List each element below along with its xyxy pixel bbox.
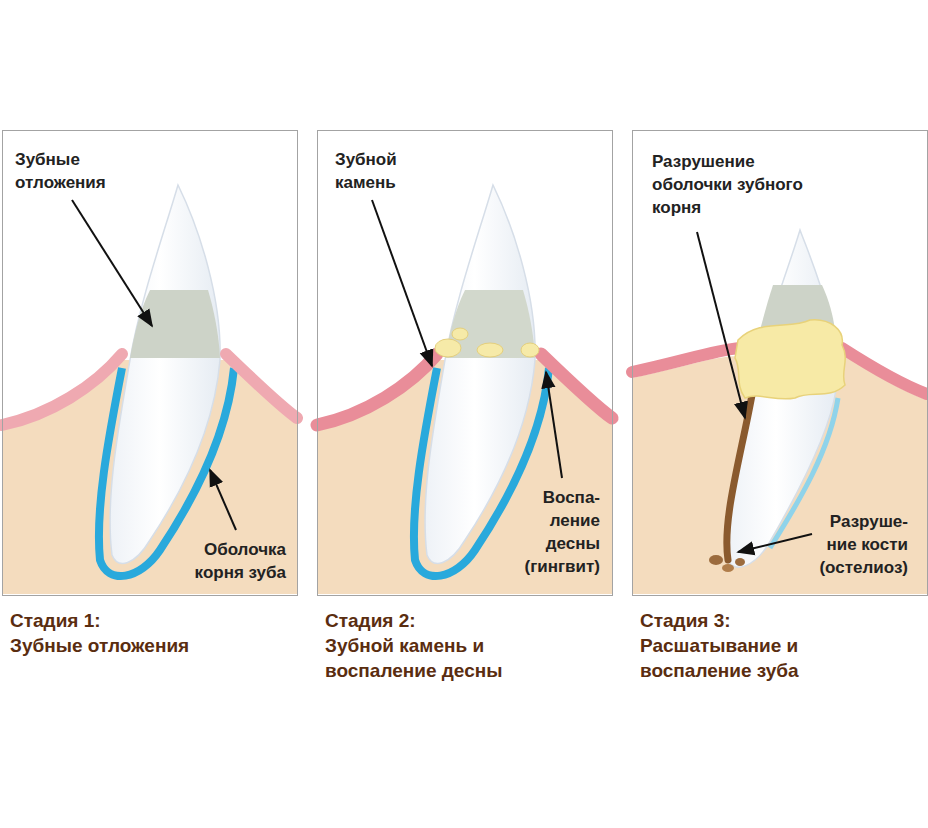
leader-line: [697, 232, 745, 418]
stage-caption: Стадия 3: Расшатывание и воспаление зуба: [640, 610, 799, 681]
inflamed-gum: [842, 348, 927, 394]
bone-fragment: [709, 555, 723, 565]
panel-frame: [2, 130, 298, 596]
tooth: [425, 185, 535, 563]
stage2-illustration: [317, 185, 612, 594]
bone-fragment: [722, 564, 734, 572]
stage1-illustration: [2, 185, 297, 594]
leader-line: [72, 200, 152, 326]
calculus: [521, 343, 539, 357]
leader-line: [738, 534, 812, 552]
line-spacer: [130, 608, 270, 633]
callout-label: Зубной камень: [335, 148, 445, 194]
leader-line: [546, 372, 562, 478]
calculus: [477, 343, 503, 357]
gum: [226, 354, 297, 418]
root-membrane: [770, 398, 838, 548]
stage-caption-block: Стадия 1: Зубные отложения: [10, 608, 270, 658]
calculus: [735, 320, 845, 399]
callout-label: Воспа- ление десны (гингвит): [510, 486, 600, 578]
inflamed-gum: [317, 354, 437, 425]
bone-fragment: [735, 558, 745, 566]
stage-caption-block: Стадия 3: Расшатывание и воспаление зуба: [640, 608, 900, 683]
stage3-illustration: [632, 230, 927, 594]
callout-label: Разруше- ние кости (остелиоз): [808, 510, 908, 579]
line-spacer: [445, 608, 585, 633]
callout-label: Разрушение оболочки зубного корня: [652, 150, 837, 219]
calculus: [435, 339, 461, 357]
inflamed-gum: [632, 348, 740, 372]
plaque: [130, 290, 220, 358]
line-spacer: [760, 608, 900, 633]
stage-caption: Стадия 1: Зубные отложения: [10, 610, 189, 656]
gum: [2, 354, 122, 425]
leader-line: [210, 470, 236, 530]
stage-panel: Стадия 2: Зубной камень и воспаление дес…: [317, 130, 613, 683]
tooth: [110, 185, 220, 563]
damaged-membrane: [727, 395, 752, 560]
calculus: [452, 328, 468, 340]
stage-caption: Стадия 2: Зубной камень и воспаление дес…: [325, 610, 502, 681]
leader-line: [372, 200, 432, 366]
stage-caption-block: Стадия 2: Зубной камень и воспаление дес…: [325, 608, 585, 683]
callout-label: Зубные отложения: [15, 148, 125, 194]
callout-label: Оболочка корня зуба: [180, 538, 286, 584]
